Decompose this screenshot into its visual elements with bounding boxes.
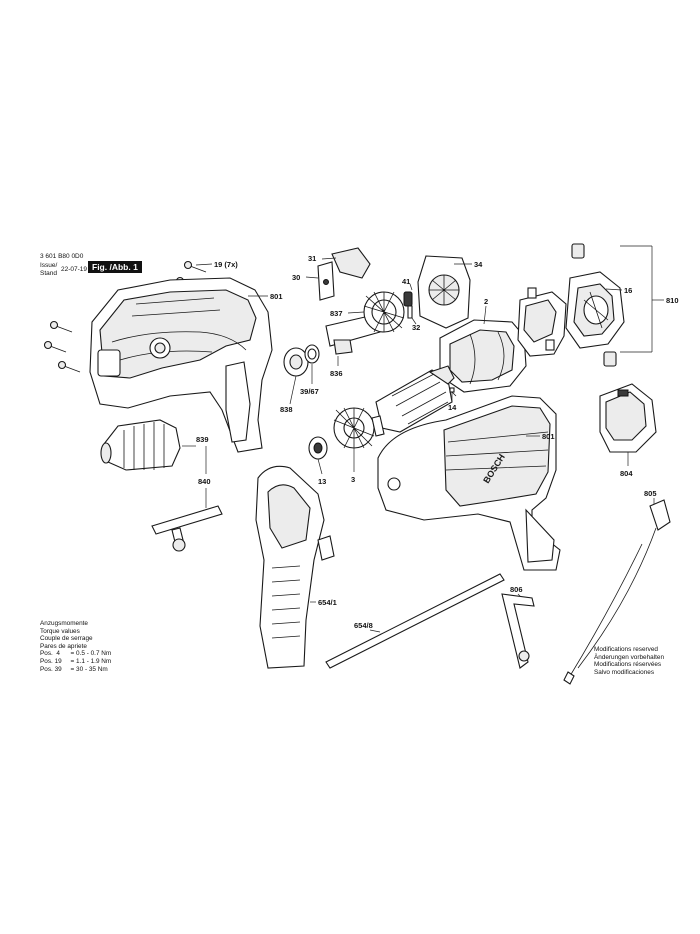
gear-shaft <box>325 291 405 355</box>
leader-lines <box>182 245 664 633</box>
label-14: 14 <box>448 403 457 412</box>
torque-title-fr: Couple de serrage <box>40 635 93 643</box>
label-840: 840 <box>198 477 211 486</box>
torque-notes: Anzugsmomente Torque values Couple de se… <box>40 620 111 673</box>
issue-label: Issue/ <box>40 262 58 269</box>
label-810: 810 <box>666 296 679 305</box>
torque-title-es: Pares de apriete <box>40 642 87 650</box>
label-2: 2 <box>484 297 488 306</box>
label-39-67: 39/67 <box>300 387 319 396</box>
housing-assembled: BOSCH <box>377 395 561 571</box>
figure-label: Fig. /Abb. 1 <box>88 261 142 273</box>
issue-date: 22-07-19 <box>61 266 88 273</box>
housing-half-left <box>89 277 273 453</box>
stator <box>439 319 527 393</box>
label-839: 839 <box>196 435 209 444</box>
modifications-es: Salvo modificaciones <box>594 668 655 676</box>
modifications-fr: Modifications réservées <box>594 661 662 669</box>
depth-gauge <box>325 573 505 669</box>
spring-pin <box>403 291 413 319</box>
modifications-notice: Modifications reserved Änderungen vorbeh… <box>594 646 664 676</box>
chuck-key <box>151 505 223 552</box>
label-32: 32 <box>412 323 420 332</box>
label-806: 806 <box>510 585 523 594</box>
torque-row-pos19: Pos. 19 = 1.1 - 1.9 Nm <box>40 657 112 665</box>
bearing-ring <box>283 344 320 377</box>
modifications-en: Modifications reserved <box>594 646 658 653</box>
label-31: 31 <box>308 254 316 263</box>
torque-title-de: Anzugsmomente <box>40 620 88 627</box>
auxiliary-handle <box>255 465 335 669</box>
label-16: 16 <box>624 286 632 295</box>
belt-clip <box>501 593 535 669</box>
label-13: 13 <box>318 477 326 486</box>
power-cord <box>563 499 671 685</box>
label-805: 805 <box>644 489 657 498</box>
cover-bracket <box>317 247 371 301</box>
drill-chuck <box>100 419 181 471</box>
part-labels: 19 (7x) 801 31 30 837 836 39/67 838 34 4… <box>196 254 679 630</box>
brush-holder <box>517 287 567 357</box>
part-number: 3 601 B80 0D0 <box>40 253 84 260</box>
brush-set <box>565 243 625 367</box>
bearing <box>308 436 328 460</box>
label-837: 837 <box>330 309 343 318</box>
label-654-8: 654/8 <box>354 621 373 630</box>
label-804: 804 <box>620 469 633 478</box>
stand-label: Stand <box>40 270 57 277</box>
label-654-1: 654/1 <box>318 598 337 607</box>
label-30: 30 <box>292 273 300 282</box>
torque-row-pos4: Pos. 4 = 0.5 - 0.7 Nm <box>40 650 112 658</box>
fan-bracket <box>417 255 471 329</box>
label-3: 3 <box>351 475 355 484</box>
switch <box>599 383 657 453</box>
label-801-left: 801 <box>270 292 283 301</box>
label-19: 19 (7x) <box>214 260 238 269</box>
label-34: 34 <box>474 260 483 269</box>
torque-row-pos39: Pos. 39 = 30 - 35 Nm <box>40 665 108 673</box>
torque-title-en: Torque values <box>40 627 80 635</box>
modifications-de: Änderungen vorbehalten <box>594 653 664 661</box>
armature <box>333 365 455 449</box>
label-41: 41 <box>402 277 410 286</box>
label-801-right: 801 <box>542 432 555 441</box>
label-836: 836 <box>330 369 343 378</box>
label-838: 838 <box>280 405 293 414</box>
